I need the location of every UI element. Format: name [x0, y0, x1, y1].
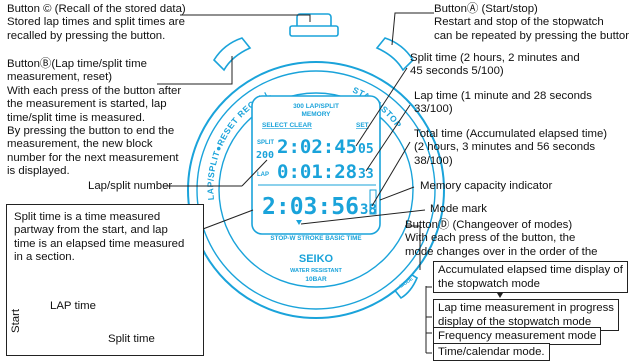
bar-label: 10BAR [305, 276, 327, 283]
mode-box-accumulated: Accumulated elapsed time display of the … [433, 261, 628, 293]
memory-label-2: MEMORY [301, 111, 331, 118]
button-d-callout: ButtonⒹ (Changeover of modes) With each … [405, 219, 598, 259]
mode-box-time-calendar: Time/calendar mode. [433, 343, 550, 361]
button-b-line-3: the measurement is started, lap [7, 98, 167, 111]
mode-0-line-0: Accumulated elapsed time display of [438, 264, 623, 276]
button-b-line-4: time/split time is measured. [7, 111, 145, 124]
total-time-line-1: (2 hours, 3 minutes and 56 seconds [414, 141, 596, 154]
button-b-line-2: With each press of the button after [7, 84, 182, 97]
definition-text: Split time is a time measured partway fr… [14, 211, 184, 265]
memory-bar [369, 189, 377, 215]
lap-time-line-1: 33/100) [414, 103, 453, 116]
split-time-arc-label: Split time [108, 333, 155, 345]
mode-2-line-0: Frequency measurement mode [438, 330, 597, 342]
definition-line-3: in a section. [14, 251, 75, 264]
block-number: 200 [256, 150, 274, 161]
lap-hundredths: 33 [358, 167, 374, 182]
button-a-desc-1: Restart and stop of the stopwatch [434, 16, 604, 29]
definition-box [6, 204, 204, 356]
start-label: Start [10, 308, 22, 333]
split-time-callout: Split time (2 hours, 2 minutes and 45 se… [410, 52, 580, 79]
leader-lines [157, 12, 434, 354]
mode-0-line-1: the stopwatch mode [438, 278, 540, 290]
button-c-title: Button © (Recall of the stored data) [7, 3, 186, 15]
button-d-line-0: ButtonⒹ (Changeover of modes) [405, 219, 573, 231]
total-time-display: 2:03:56 [262, 194, 359, 220]
lap-time-display: 0:01:28 [277, 161, 357, 183]
mode-box-frequency: Frequency measurement mode [433, 327, 602, 345]
memory-indicator-label: Memory capacity indicator [420, 180, 553, 192]
total-time-line-0: Total time (Accumulated elapsed time) [414, 128, 608, 140]
button-b-line-0: ButtonⒷ(Lap time/split time [7, 58, 147, 70]
select-clear-label: SELECT CLEAR [262, 122, 312, 129]
button-a-shape [375, 37, 415, 72]
mode-mark-arrow [296, 220, 302, 225]
button-a-title: ButtonⒶ (Start/stop) [434, 3, 538, 15]
split-time-line-0: Split time (2 hours, 2 minutes and [410, 52, 580, 64]
lap-time-line-0: Lap time (1 minute and 28 seconds [414, 90, 592, 102]
button-b-line-5: By pressing the button to end the [7, 125, 175, 138]
definition-line-1: partway from the start, and lap [14, 224, 168, 237]
mode-1-line-1: display of the stopwatch mode [438, 316, 592, 328]
button-c-desc-2: recalled by pressing the button. [7, 29, 166, 42]
mode-mark-label: Mode mark [430, 203, 487, 215]
definition-line-0: Split time is a time measured [14, 211, 161, 223]
button-b-line-8: is displayed. [7, 165, 70, 178]
split-time-display: 2:02:45 [277, 136, 357, 158]
button-a-desc-2: can be repeated by pressing the buttor [434, 29, 630, 42]
button-b-line-6: measurement, the new block [7, 138, 153, 151]
button-a-callout: ButtonⒶ (Start/stop) Restart and stop of… [434, 3, 629, 43]
set-label: SET [356, 122, 369, 129]
total-time-line-2: 38/100) [414, 154, 453, 167]
mode-box-lap-progress: Lap time measurement in progress display… [433, 299, 620, 331]
mode-row: STOP-W STROKE BASIC TIME [270, 235, 361, 242]
water-resistant-label: WATER RESISTANT [290, 268, 342, 274]
split-time-line-1: 45 seconds 5/100) [410, 65, 504, 78]
button-b-callout: ButtonⒷ(Lap time/split time measurement,… [7, 58, 181, 179]
button-c-callout: Button © (Recall of the stored data) Sto… [7, 3, 186, 43]
lap-split-number-label: Lap/split number [88, 180, 173, 192]
mode-3-line-0: Time/calendar mode. [438, 346, 545, 358]
lap-time-callout: Lap time (1 minute and 28 seconds 33/100… [414, 90, 592, 117]
lap-tag: LAP [257, 172, 269, 178]
split-hundredths: 05 [358, 142, 374, 157]
button-c-desc-1: Stored lap times and split times are [7, 16, 185, 29]
brand-logo: SEIKO [299, 253, 334, 265]
button-d-line-1: With each press of the button, the [405, 232, 576, 245]
lap-time-arc-label: LAP time [50, 300, 97, 312]
button-b-line-1: measurement, reset) [7, 71, 113, 84]
definition-line-2: time is an elapsed time measured [14, 237, 185, 250]
button-b-shape [212, 37, 252, 72]
button-b-line-7: number for the next measurement [7, 151, 179, 164]
lcd-panel [251, 95, 381, 235]
mode-1-line-0: Lap time measurement in progress [438, 302, 615, 314]
memory-label-1: 300 LAP/SPLIT [293, 103, 339, 110]
crown-base [289, 25, 339, 37]
button-d-line-2: mode changes over in the order of the [405, 245, 598, 258]
split-tag: SPLIT [257, 140, 274, 146]
total-time-callout: Total time (Accumulated elapsed time) (2… [414, 128, 607, 168]
